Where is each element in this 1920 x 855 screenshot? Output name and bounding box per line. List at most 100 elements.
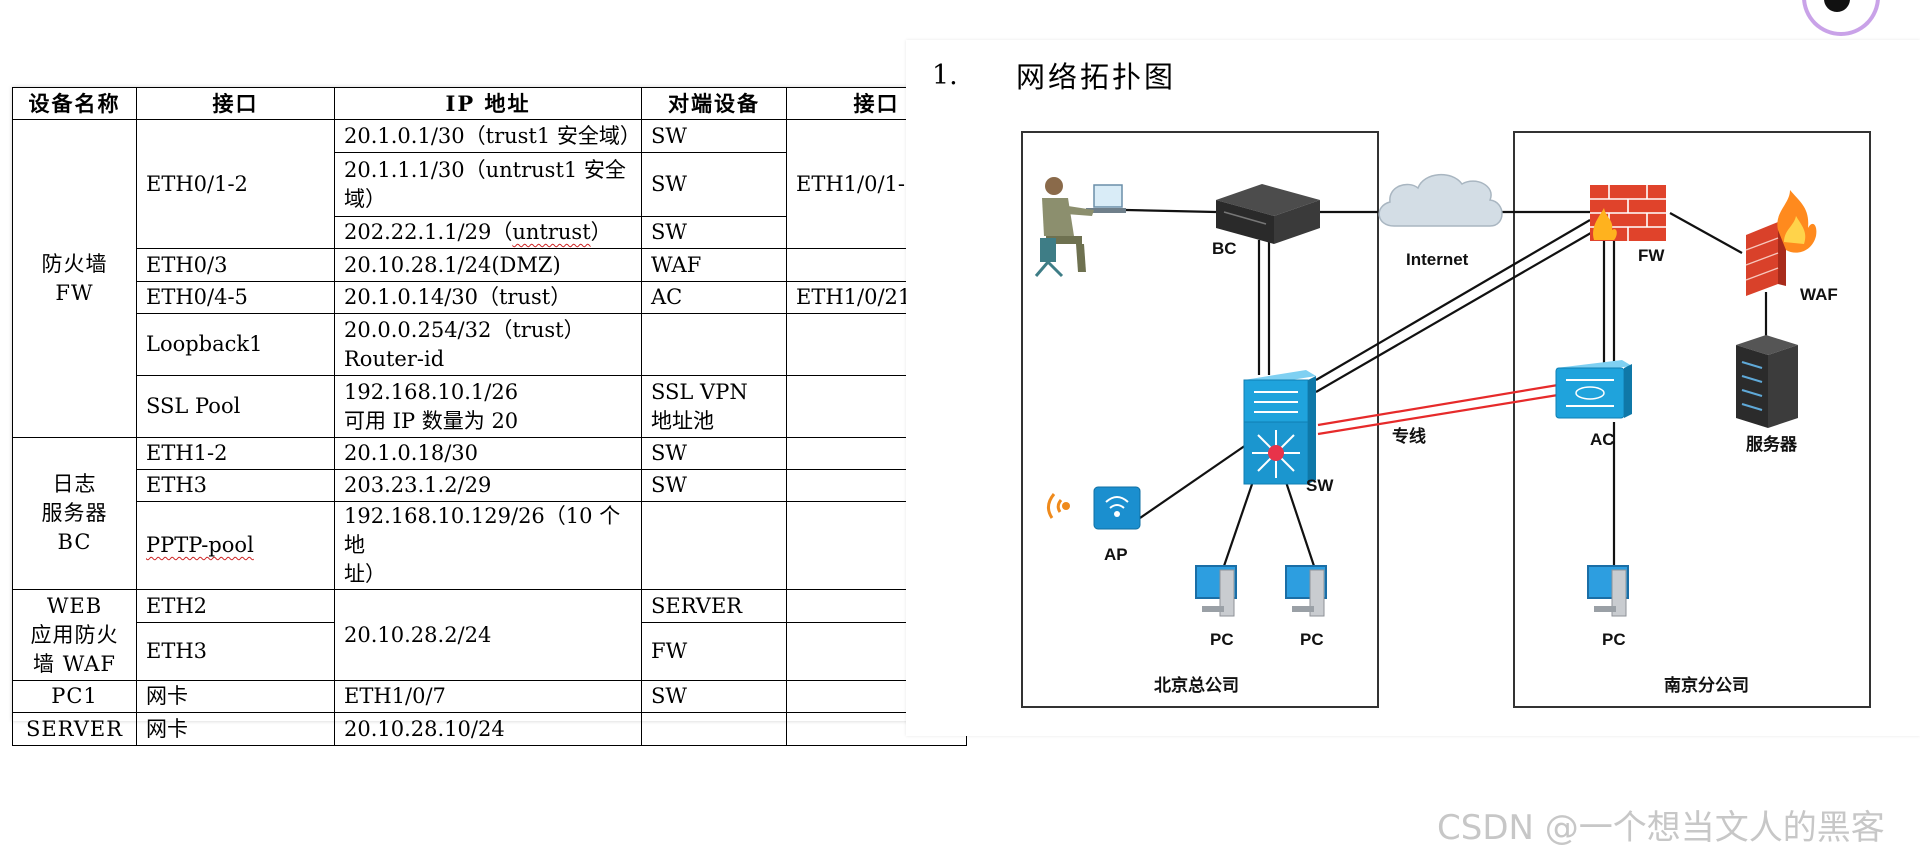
section-number: 1.	[932, 60, 958, 91]
csdn-watermark: CSDN @一个想当文人的黑客	[1437, 808, 1885, 848]
core-switch-icon	[1243, 370, 1316, 485]
ip-cell: 20.10.28.10/24	[334, 712, 642, 746]
device-cell-waf: WEB 应用防火 墙 WAF	[12, 589, 137, 681]
pc-icon	[1587, 565, 1629, 617]
sw-label: SW	[1306, 476, 1334, 495]
ip-line: 域）	[344, 186, 386, 211]
section-heading: 网络拓扑图	[1016, 60, 1177, 94]
waf-icon	[1745, 190, 1817, 296]
ip-line: 可用 IP 数量为 20	[344, 408, 519, 433]
table-row: PC1 网卡 ETH1/0/7 SW	[12, 680, 967, 713]
user-bc-link	[1125, 208, 1217, 214]
peer-cell: SERVER	[641, 589, 787, 623]
interface-cell: ETH2	[136, 589, 335, 623]
device-name: WEB	[46, 593, 103, 618]
device-cell-bc: 日志 服务器 BC	[12, 437, 137, 590]
interface-cell: PPTP-pool	[136, 501, 335, 590]
leased-line-label: 专线	[1392, 426, 1426, 447]
ip-cell: 20.10.28.2/24	[334, 589, 642, 681]
interface-cell: ETH0/1-2	[136, 119, 335, 249]
ip-cell: 20.1.0.1/30（trust1 安全域）	[334, 119, 642, 153]
pc-label: PC	[1300, 630, 1324, 649]
peer-cell: SW	[641, 680, 787, 713]
peer-cell	[641, 712, 787, 746]
device-code: FW	[55, 280, 94, 305]
peer-cell: SW	[641, 216, 787, 249]
ip-address-table-card: 设备名称 接口 IP 地址 对端设备 接口 防火墙 FW ETH0/1-2 20…	[12, 87, 967, 746]
device-code: BC	[57, 530, 92, 554]
ip-text-underlined: untrust	[512, 220, 591, 244]
beijing-hq-label: 北京总公司	[1154, 675, 1239, 696]
ip-cell: 20.1.0.18/30	[334, 437, 642, 470]
interface-cell: 网卡	[136, 712, 335, 746]
server-label: 服务器	[1746, 434, 1798, 455]
firewall-icon	[1590, 185, 1666, 241]
ip-line: Router-id	[344, 346, 445, 371]
pc-icon	[1195, 565, 1237, 617]
ip-line: 址）	[344, 562, 386, 586]
peer-line: SSL VPN	[651, 379, 748, 404]
wireless-signal-icon	[1047, 493, 1070, 519]
table-row: 防火墙 FW ETH0/1-2 20.1.0.1/30（trust1 安全域） …	[12, 119, 967, 438]
ac-controller-icon	[1555, 360, 1632, 419]
ip-line: 20.0.0.254/32（trust）	[344, 317, 585, 342]
access-point-icon	[1093, 486, 1141, 530]
user-workstation-icon	[1034, 177, 1126, 278]
interface-cell: SSL Pool	[136, 375, 335, 438]
bc-label: BC	[1212, 239, 1237, 258]
sw-fw-link-2	[1315, 229, 1597, 393]
table-header-row: 设备名称 接口 IP 地址 对端设备 接口	[12, 87, 967, 120]
interface-cell: ETH3	[136, 469, 335, 502]
ip-line: 192.168.10.129/26（10 个地	[344, 504, 621, 557]
table-row: SSL Pool 192.168.10.1/26 可用 IP 数量为 20 SS…	[13, 375, 967, 438]
device-cell-server: SERVER	[12, 712, 137, 746]
nanjing-branch-box	[1513, 131, 1871, 708]
ip-cell: 202.22.1.1/29（untrust）	[334, 216, 642, 249]
table-row: SERVER 网卡 20.10.28.10/24	[12, 712, 967, 746]
table-row: ETH0/3 20.10.28.1/24(DMZ) WAF	[13, 248, 967, 282]
pc-label: PC	[1210, 630, 1234, 649]
peer-cell: AC	[641, 281, 787, 314]
leased-line	[1317, 383, 1559, 436]
peer-line: 地址池	[651, 408, 714, 433]
device-name: 应用防火	[30, 622, 119, 647]
server-rack-icon	[1736, 335, 1798, 428]
peer-cell: SW	[641, 152, 787, 217]
interface-text-underlined: PPTP-pool	[146, 533, 254, 557]
bc-device-icon	[1216, 184, 1320, 244]
ip-line: 192.168.10.1/26	[344, 379, 519, 404]
peer-cell	[641, 313, 787, 376]
table-row: 202.22.1.1/29（untrust） SW	[13, 216, 967, 249]
peer-cell: SW	[641, 119, 787, 153]
interface-cell: Loopback1	[136, 313, 335, 376]
interface-cell: ETH0/3	[136, 248, 335, 282]
peer-cell: SSL VPN 地址池	[641, 375, 787, 438]
ip-cell: 203.23.1.2/29	[334, 469, 642, 502]
ip-cell: 20.10.28.1/24(DMZ)	[334, 248, 642, 282]
internet-label: Internet	[1406, 250, 1469, 269]
nanjing-branch-label: 南京分公司	[1664, 675, 1749, 696]
table-row: ETH3 203.23.1.2/29 SW	[13, 469, 967, 502]
topology-document-page: 1. 网络拓扑图	[906, 40, 1920, 736]
peer-cell: SW	[641, 469, 787, 502]
ip-cell: 192.168.10.129/26（10 个地 址）	[334, 501, 642, 590]
interface-cell: 网卡	[136, 680, 335, 713]
table-row: PPTP-pool 192.168.10.129/26（10 个地 址）	[13, 501, 967, 590]
pc-label: PC	[1602, 630, 1626, 649]
header-ip-address: IP 地址	[334, 87, 642, 120]
waf-label: WAF	[1800, 285, 1838, 304]
header-device-name: 设备名称	[12, 87, 137, 120]
ip-cell: 192.168.10.1/26 可用 IP 数量为 20	[334, 375, 642, 438]
table-row: WEB 应用防火 墙 WAF ETH2 20.10.28.2/24 SERVER	[12, 589, 967, 681]
interface-cell: ETH0/4-5	[136, 281, 335, 314]
header-interface: 接口	[136, 87, 335, 120]
ip-address-table: 设备名称 接口 IP 地址 对端设备 接口 防火墙 FW ETH0/1-2 20…	[12, 87, 967, 746]
ap-label: AP	[1104, 545, 1128, 564]
interface-cell: ETH3	[136, 622, 335, 681]
sw-ap-link	[1139, 444, 1247, 519]
ip-cell: 20.0.0.254/32（trust） Router-id	[334, 313, 642, 376]
user-avatar-icon[interactable]	[1802, 0, 1880, 36]
device-cell-fw: 防火墙 FW	[12, 119, 137, 438]
beijing-hq-box	[1021, 131, 1379, 708]
device-name: 服务器	[41, 501, 108, 525]
